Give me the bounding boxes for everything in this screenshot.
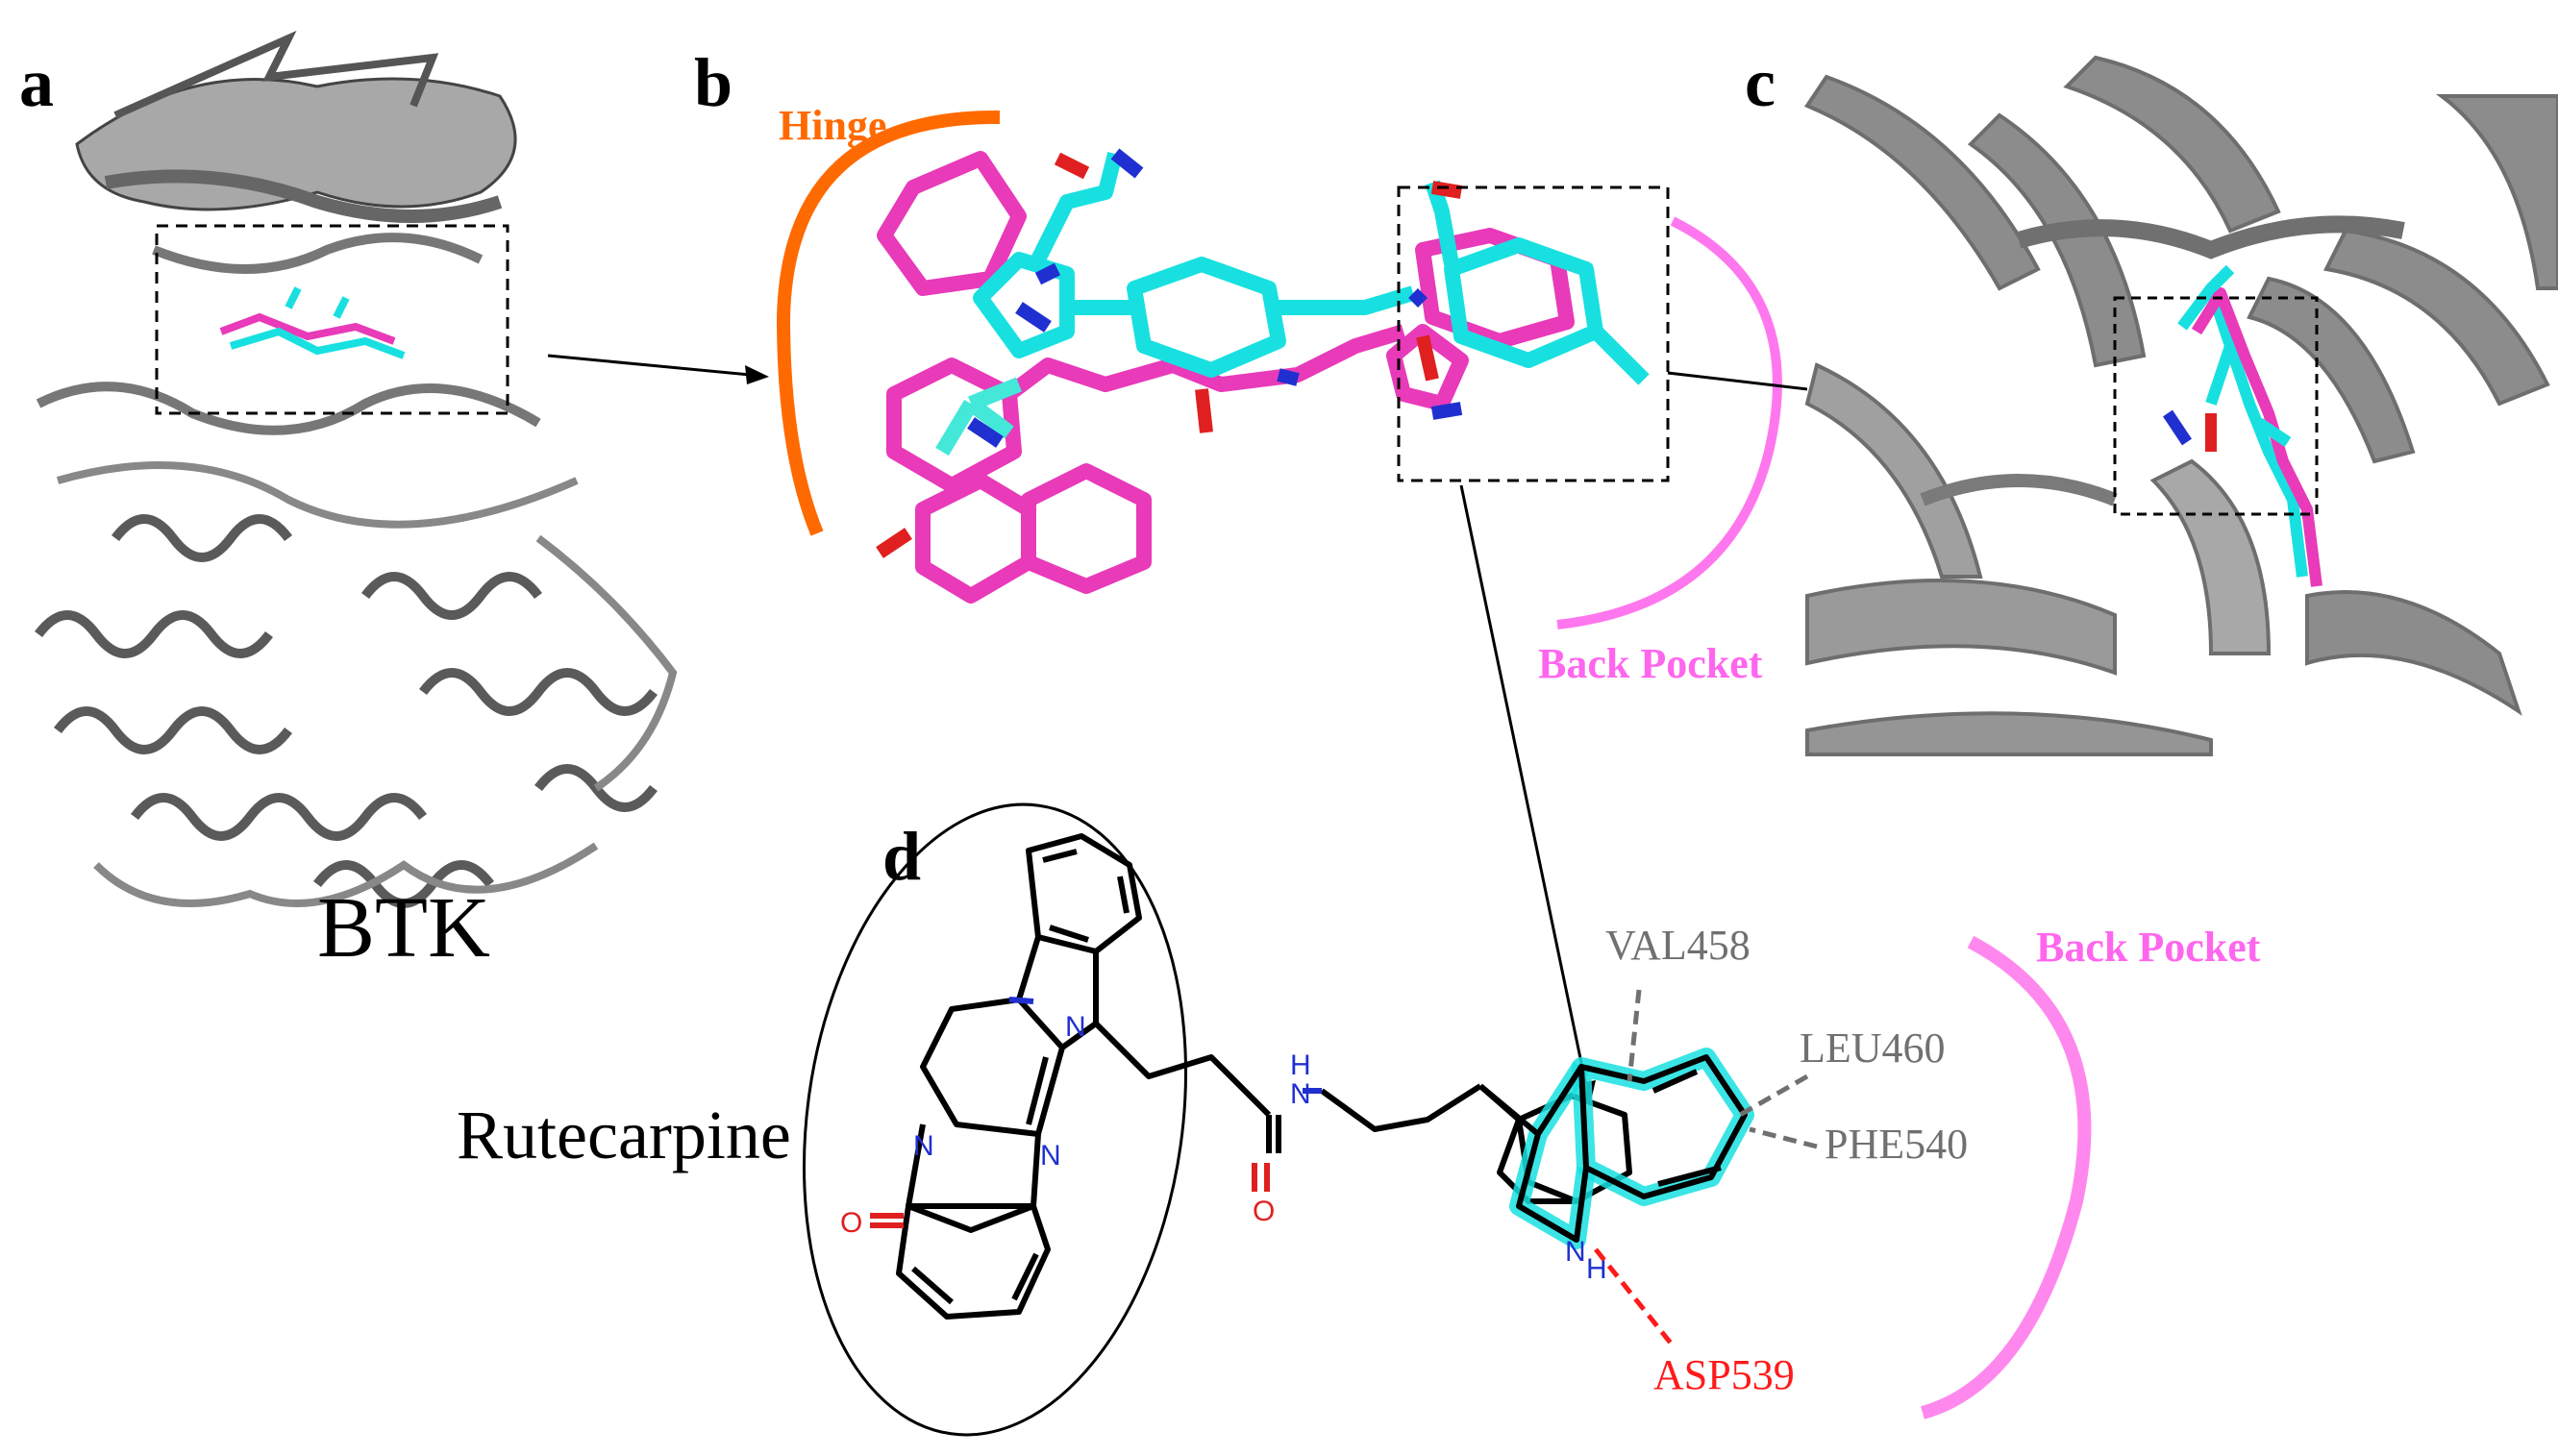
- residue-phe540: PHE540: [1825, 1121, 1968, 1168]
- atom-h-indole: H: [1586, 1253, 1607, 1285]
- selection-box-a: [155, 224, 509, 415]
- cyan-ligand: [935, 152, 1650, 457]
- ligand-overlay-a: [219, 286, 406, 359]
- rutecarpine-ellipse: [803, 802, 1187, 1437]
- panel-c-letter: c: [1745, 44, 1776, 121]
- atom-o-carbonyl: O: [840, 1207, 862, 1239]
- panel-c: c: [1745, 44, 2558, 756]
- selection-box-b: [1397, 185, 1670, 482]
- atom-o-amide: O: [1253, 1196, 1275, 1227]
- pocket-ribbon: [1803, 55, 2558, 756]
- heteroatoms-b: [876, 148, 1463, 558]
- panel-b: b Hinge: [694, 44, 1782, 687]
- residue-asp539: ASP539: [1653, 1351, 1795, 1398]
- interaction-lines: [1594, 989, 1818, 1347]
- atom-h-amide: H: [1290, 1049, 1311, 1081]
- panel-a-letter: a: [19, 44, 54, 121]
- ligand-overlay-c: [2163, 264, 2322, 587]
- atom-n-indole: N: [1565, 1236, 1586, 1268]
- atom-n-amide-ring: N: [913, 1130, 934, 1162]
- helix-coils: [35, 514, 658, 908]
- protein-label: BTK: [317, 880, 490, 975]
- back-pocket-arc-d: [1921, 935, 2092, 1419]
- atom-n-amide: N: [1290, 1078, 1311, 1110]
- back-pocket-label-d: Back Pocket: [2036, 924, 2261, 971]
- back-pocket-label-b: Back Pocket: [1538, 640, 1763, 687]
- residue-leu460: LEU460: [1800, 1024, 1946, 1072]
- tryptamine-indole-bonds: [1478, 1054, 1748, 1243]
- hinge-arc: [776, 110, 1001, 536]
- panel-a: a: [19, 30, 678, 975]
- arrow-b-to-d: [1459, 484, 1596, 1105]
- btk-ribbon: [35, 30, 678, 908]
- back-pocket-arc-b: [1556, 216, 1782, 629]
- molecule-skeleton: [896, 833, 1632, 1320]
- selection-box-c: [2113, 296, 2319, 516]
- panel-d: d Rutecarpine: [457, 802, 2261, 1437]
- indole-highlight: [1509, 1048, 1754, 1249]
- residue-val458: VAL458: [1605, 922, 1751, 969]
- molecule-hetero-bonds: [870, 997, 1322, 1228]
- panel-b-letter: b: [694, 44, 733, 121]
- magenta-ligand: [877, 151, 1575, 604]
- compound-label: Rutecarpine: [457, 1097, 791, 1173]
- atom-n-indole-core: N: [1065, 1011, 1086, 1043]
- arrow-a-to-b: [547, 354, 769, 384]
- atom-n-imine: N: [1040, 1140, 1061, 1172]
